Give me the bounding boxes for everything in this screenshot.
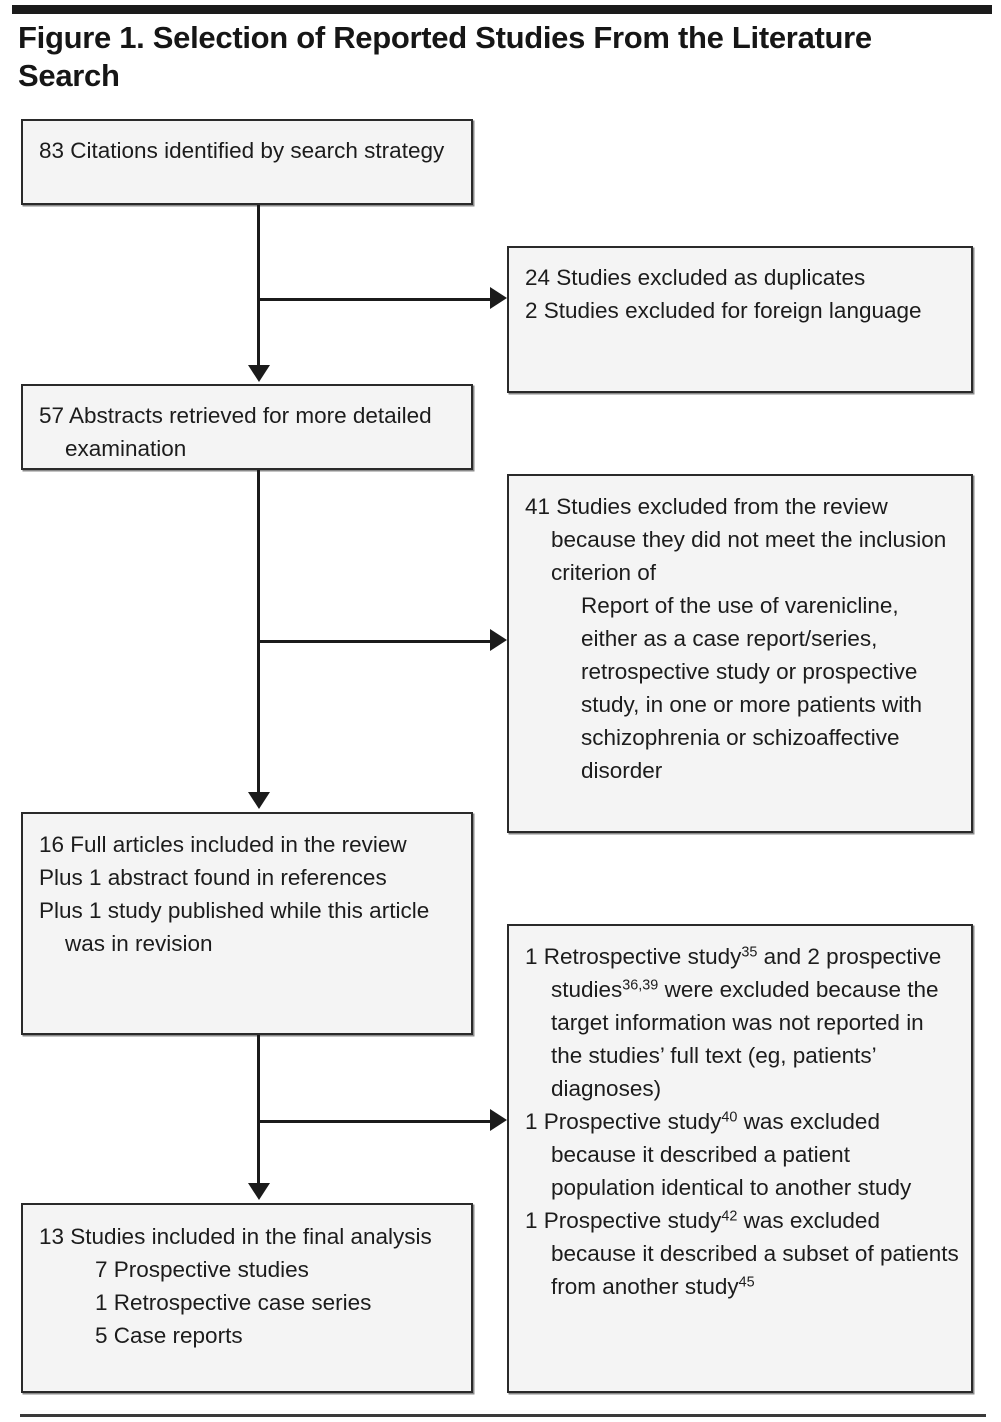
box-studies-final-analysis: 13 Studies included in the final analysi… xyxy=(21,1203,473,1393)
box-excluded-final-item-1: 1 Retrospective study35 and 2 prospectiv… xyxy=(525,944,948,1101)
box-full-articles-included: 16 Full articles included in the review … xyxy=(21,812,473,1035)
connector-branch-final-excl-line xyxy=(257,1120,492,1123)
connector-citations-to-abstracts-line xyxy=(257,205,260,367)
connector-abstracts-to-fulltext-line xyxy=(257,470,260,794)
box-final-subitem-retrospective: 1 Retrospective case series xyxy=(95,1289,372,1315)
connector-branch-41-line xyxy=(257,640,492,643)
connector-branch-duplicates-line xyxy=(257,298,492,301)
box-excluded-final-reasons: 1 Retrospective study35 and 2 prospectiv… xyxy=(507,924,973,1393)
connector-branch-final-excl-arrow xyxy=(490,1109,507,1131)
box-excluded-41-studies: 41 Studies excluded from the review beca… xyxy=(507,474,973,833)
connector-citations-to-abstracts-arrow xyxy=(248,365,270,382)
box-final-subitem-prospective: 7 Prospective studies xyxy=(95,1256,309,1282)
box-fulltext-line-2: Plus 1 abstract found in references xyxy=(39,864,387,890)
box-excluded-41-lead: 41 Studies excluded from the review beca… xyxy=(525,494,953,585)
box-excluded-duplicates-line-2: 2 Studies excluded for foreign language xyxy=(525,297,922,323)
connector-abstracts-to-fulltext-arrow xyxy=(248,792,270,809)
bottom-rule xyxy=(20,1414,986,1417)
box-final-subitem-case-reports: 5 Case reports xyxy=(95,1322,243,1348)
connector-branch-duplicates-arrow xyxy=(490,287,507,309)
box-citations-identified: 83 Citations identified by search strate… xyxy=(21,119,473,205)
connector-branch-41-arrow xyxy=(490,629,507,651)
box-excluded-duplicates: 24 Studies excluded as duplicates 2 Stud… xyxy=(507,246,973,393)
connector-fulltext-to-final-arrow xyxy=(248,1183,270,1200)
box-excluded-final-item-2: 1 Prospective study40 was excluded becau… xyxy=(525,1108,912,1200)
box-abstracts-retrieved: 57 Abstracts retrieved for more detailed… xyxy=(21,384,473,470)
box-abstracts-text: 57 Abstracts retrieved for more detailed… xyxy=(39,403,438,461)
connector-fulltext-to-final-line xyxy=(257,1035,260,1185)
top-rule xyxy=(12,5,992,14)
box-fulltext-line-3: Plus 1 study published while this articl… xyxy=(39,897,436,956)
box-excluded-41-criterion: Report of the use of varenicline, either… xyxy=(581,592,929,783)
box-excluded-final-item-3: 1 Prospective study42 was excluded becau… xyxy=(525,1207,966,1299)
box-excluded-duplicates-line-1: 24 Studies excluded as duplicates xyxy=(525,265,866,290)
box-final-lead: 13 Studies included in the final analysi… xyxy=(39,1224,432,1249)
box-fulltext-line-1: 16 Full articles included in the review xyxy=(39,832,407,857)
figure-title: Figure 1. Selection of Reported Studies … xyxy=(18,20,872,94)
box-citations-text: 83 Citations identified by search strate… xyxy=(39,138,445,163)
